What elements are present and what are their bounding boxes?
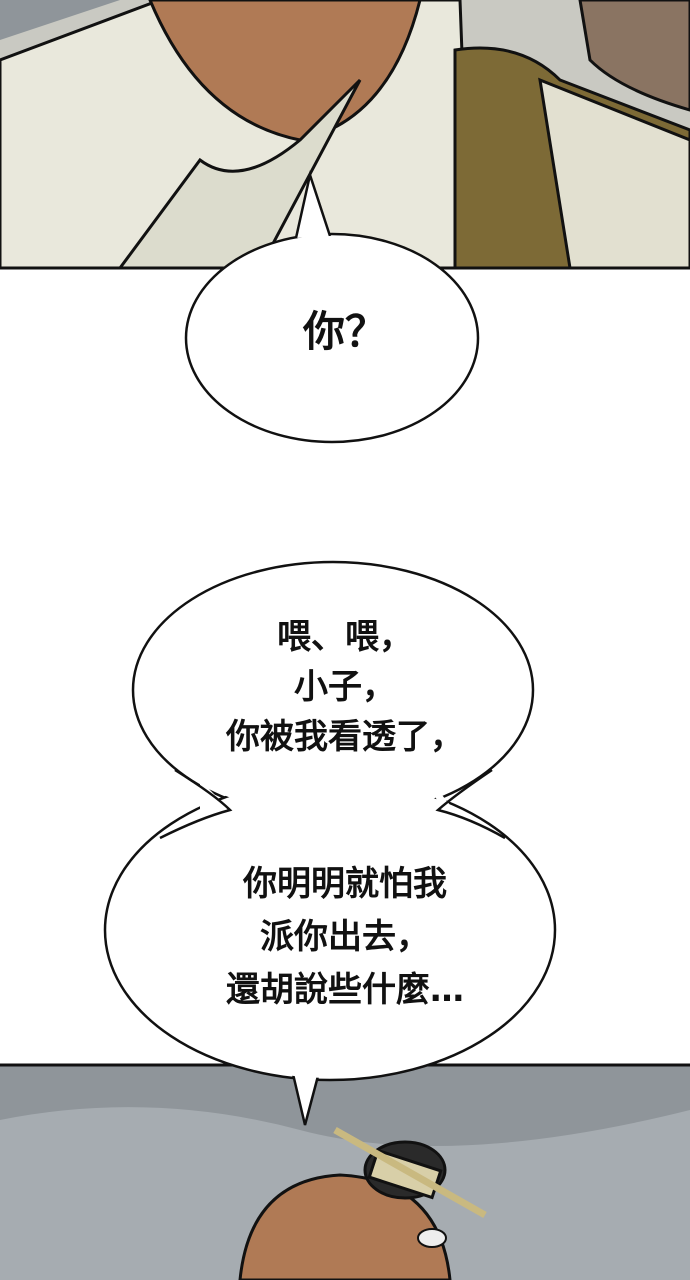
bubble-3-text: 你明明就怕我 派你出去， 還胡說些什麼… [0, 858, 690, 1017]
bottom-panel [0, 1063, 690, 1280]
top-panel [0, 0, 690, 270]
dialogue-line: 還胡說些什麼… [226, 970, 464, 1010]
dialogue-line: 小子， [294, 667, 396, 707]
dialogue-line: 喂、喂， [277, 617, 413, 657]
speech-bubble-1 [184, 170, 480, 444]
dialogue-line: 你明明就怕我 [243, 864, 447, 904]
bubble-1-text: 你？ [0, 304, 690, 361]
dialogue-line: 你？ [302, 307, 387, 356]
dialogue-line: 你被我看透了， [226, 717, 464, 757]
speech-bubble-2 [103, 560, 557, 1126]
bubble-2-text: 喂、喂， 小子， 你被我看透了， [0, 612, 690, 762]
dialogue-line: 派你出去， [260, 917, 430, 957]
